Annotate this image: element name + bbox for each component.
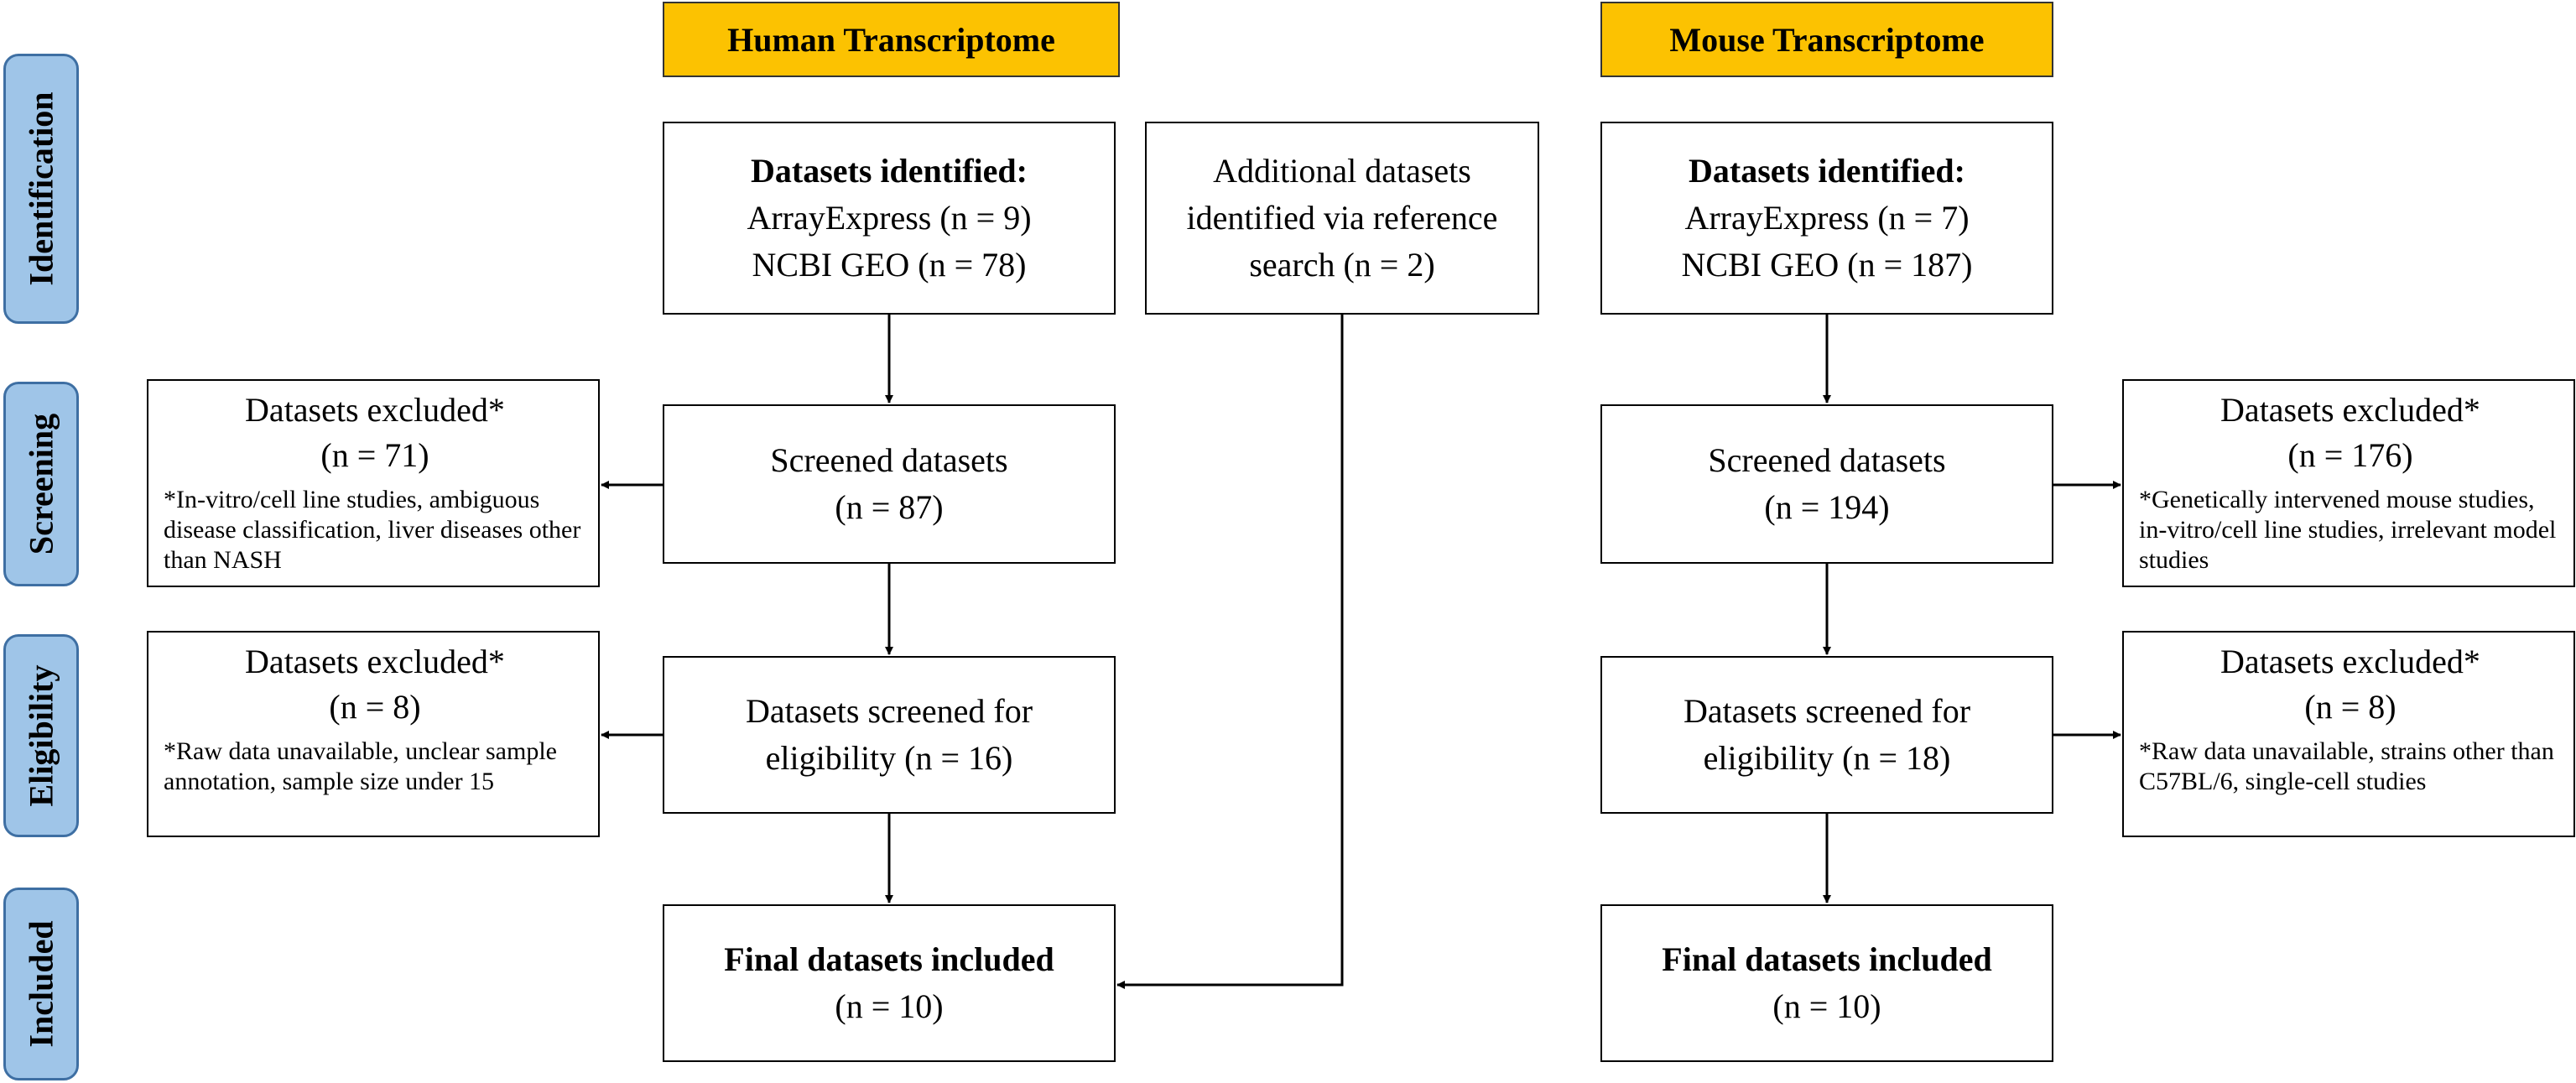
mouse-excluded-eligibility-note: *Raw data unavailable, strains other tha… [2139, 737, 2554, 795]
mouse-screened-box: Screened datasets (n = 194) [1600, 404, 2053, 564]
human-screened-line1: Screened datasets [770, 441, 1008, 479]
human-excluded-screening-box: Datasets excluded* (n = 71) *In-vitro/ce… [147, 379, 600, 587]
human-identified-arrayexpress: ArrayExpress (n = 9) [747, 199, 1032, 237]
mouse-excluded-screening-title: Datasets excluded* [2220, 391, 2480, 429]
mouse-excluded-eligibility-title: Datasets excluded* [2220, 643, 2480, 680]
human-excluded-eligibility-title: Datasets excluded* [245, 643, 505, 680]
human-identified-box: Datasets identified: ArrayExpress (n = 9… [663, 122, 1116, 315]
human-eligibility-box: Datasets screened for eligibility (n = 1… [663, 656, 1116, 814]
human-excluded-screening-count: (n = 71) [320, 436, 429, 474]
human-final-count: (n = 10) [835, 987, 944, 1025]
human-screened-line2: (n = 87) [835, 488, 944, 526]
mouse-identified-box: Datasets identified: ArrayExpress (n = 7… [1600, 122, 2053, 315]
human-eligibility-line1: Datasets screened for [745, 692, 1033, 730]
mouse-eligibility-line1: Datasets screened for [1683, 692, 1971, 730]
mouse-eligibility-line2: eligibility (n = 18) [1703, 739, 1951, 777]
mouse-excluded-screening-count: (n = 176) [2287, 436, 2413, 474]
mouse-identified-geo: NCBI GEO (n = 187) [1681, 246, 1973, 284]
human-final-box: Final datasets included (n = 10) [663, 904, 1116, 1062]
human-identified-geo: NCBI GEO (n = 78) [752, 246, 1027, 284]
stage-included: Included [3, 888, 79, 1080]
human-additional-line3: search (n = 2) [1249, 246, 1435, 284]
mouse-final-box: Final datasets included (n = 10) [1600, 904, 2053, 1062]
mouse-screened-line2: (n = 194) [1764, 488, 1890, 526]
human-excluded-eligibility-box: Datasets excluded* (n = 8) *Raw data una… [147, 631, 600, 837]
human-excluded-eligibility-count: (n = 8) [329, 688, 421, 726]
stage-identification: Identification [3, 54, 79, 324]
stage-screening: Screening [3, 382, 79, 586]
human-header: Human Transcriptome [663, 2, 1120, 77]
mouse-excluded-eligibility-box: Datasets excluded* (n = 8) *Raw data una… [2122, 631, 2575, 837]
mouse-excluded-eligibility-count: (n = 8) [2304, 688, 2396, 726]
human-final-title: Final datasets included [724, 940, 1054, 978]
mouse-excluded-screening-note: *Genetically intervened mouse studies, i… [2139, 486, 2557, 574]
human-screened-box: Screened datasets (n = 87) [663, 404, 1116, 564]
mouse-excluded-screening-box: Datasets excluded* (n = 176) *Geneticall… [2122, 379, 2575, 587]
human-excluded-screening-title: Datasets excluded* [245, 391, 505, 429]
mouse-eligibility-box: Datasets screened for eligibility (n = 1… [1600, 656, 2053, 814]
mouse-header-label: Mouse Transcriptome [1669, 20, 1985, 59]
human-additional-box: Additional datasets identified via refer… [1145, 122, 1539, 315]
mouse-header: Mouse Transcriptome [1600, 2, 2053, 77]
human-excluded-eligibility-note: *Raw data unavailable, unclear sample an… [164, 737, 557, 795]
human-additional-line2: identified via reference [1186, 199, 1498, 237]
human-header-label: Human Transcriptome [727, 20, 1055, 59]
mouse-screened-line1: Screened datasets [1708, 441, 1946, 479]
human-excluded-screening-note: *In-vitro/cell line studies, ambiguous d… [164, 486, 581, 574]
mouse-identified-arrayexpress: ArrayExpress (n = 7) [1684, 199, 1970, 237]
human-eligibility-line2: eligibility (n = 16) [765, 739, 1013, 777]
arrow-additional-to-final [1116, 315, 1344, 989]
mouse-final-title: Final datasets included [1662, 940, 1992, 978]
stage-eligibility: Eligibility [3, 634, 79, 837]
mouse-final-count: (n = 10) [1772, 987, 1881, 1025]
human-identified-title: Datasets identified: [751, 152, 1028, 190]
human-additional-line1: Additional datasets [1213, 152, 1471, 190]
mouse-identified-title: Datasets identified: [1689, 152, 1965, 190]
